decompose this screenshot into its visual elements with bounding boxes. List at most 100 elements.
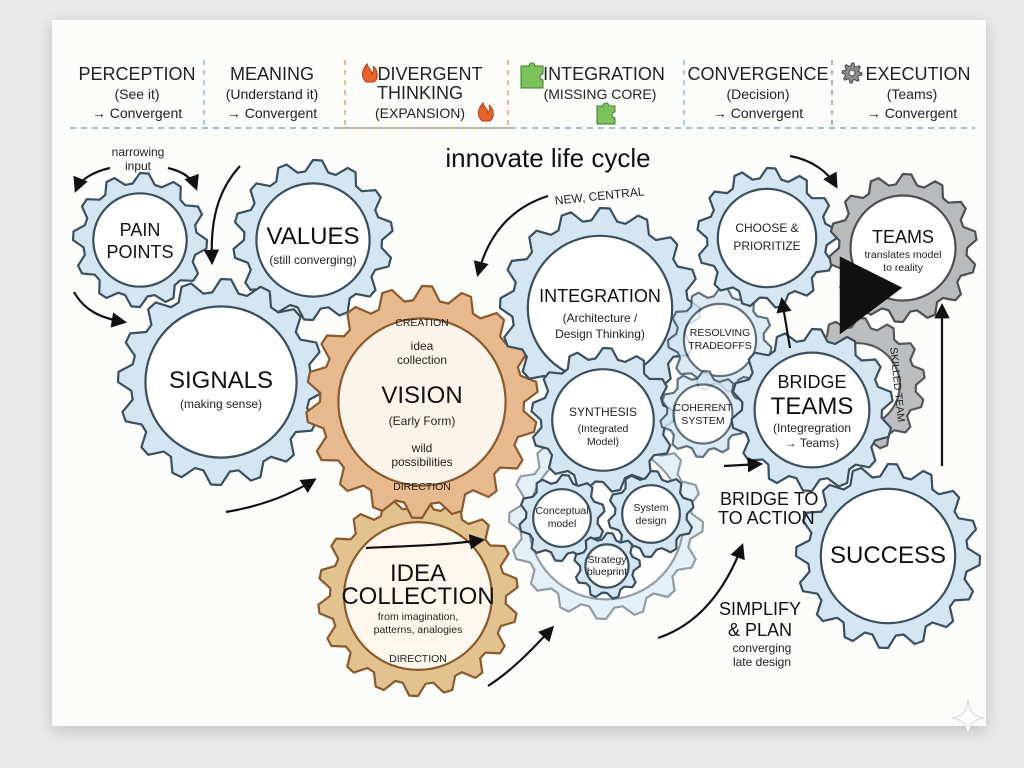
arrow-coherent-to-bridge xyxy=(723,456,764,473)
svg-text:translates model: translates model xyxy=(864,249,941,261)
svg-text:DIRECTION: DIRECTION xyxy=(389,653,447,665)
arrow-idea-bottom xyxy=(487,625,555,687)
svg-text:(still converging): (still converging) xyxy=(269,253,356,267)
svg-text:SUCCESS: SUCCESS xyxy=(830,542,946,569)
svg-text:EXECUTION: EXECUTION xyxy=(865,64,970,84)
gear-coherent-label: COHERENT SYSTEM xyxy=(674,402,734,427)
arrow-idea-up xyxy=(365,534,486,550)
gear-bridge-teams-label: BRIDGE TEAMS (Integregration → Teams) xyxy=(771,372,854,450)
arrow-values-down xyxy=(203,165,241,266)
gear-integration-label: INTEGRATION (Architecture / Design Think… xyxy=(539,286,661,341)
gear-vision-label: CREATION idea collection VISION (Early F… xyxy=(381,317,462,493)
svg-text:(Decision): (Decision) xyxy=(726,86,789,102)
svg-text:BRIDGE TO: BRIDGE TO xyxy=(720,489,818,509)
arrow-bridge-up xyxy=(776,296,792,349)
svg-text:model: model xyxy=(548,518,577,530)
svg-text:(See it): (See it) xyxy=(114,86,159,102)
gear-bridge-teams xyxy=(730,327,894,493)
svg-text:from imagination,: from imagination, xyxy=(378,611,459,623)
svg-text:→ Convergent: → Convergent xyxy=(713,105,803,121)
arrow-to-bridge-action xyxy=(657,543,745,640)
gear-integration xyxy=(498,206,702,410)
svg-text:(MISSING CORE): (MISSING CORE) xyxy=(544,86,657,102)
gear-strategy-label: Strategy blueprint xyxy=(587,554,627,578)
gear-resolving-label: RESOLVING TRADEOFFS xyxy=(688,327,752,352)
annotation-narrowing: narrowing input xyxy=(112,145,165,173)
gear-success xyxy=(794,462,982,650)
phase-perception: PERCEPTION (See it) → Convergent xyxy=(78,64,195,121)
arrow-new-central xyxy=(473,194,549,277)
gear-idea-collection xyxy=(317,494,519,698)
gear-values-label: VALUES (still converging) xyxy=(267,223,360,267)
gear-system-design xyxy=(607,469,695,559)
svg-text:SIGNALS: SIGNALS xyxy=(169,367,273,394)
svg-text:(Teams): (Teams) xyxy=(887,86,938,102)
svg-text:SYNTHESIS: SYNTHESIS xyxy=(569,405,637,419)
svg-text:SIMPLIFY: SIMPLIFY xyxy=(719,599,801,619)
svg-text:blueprint: blueprint xyxy=(587,566,627,578)
svg-text:possibilities: possibilities xyxy=(391,455,452,469)
svg-text:DIVERGENT: DIVERGENT xyxy=(377,64,482,84)
gear-values xyxy=(232,158,394,322)
svg-text:Conceptual: Conceptual xyxy=(535,505,588,517)
gear-synthesis-label: SYNTHESIS (Integrated Model) xyxy=(569,405,637,448)
svg-text:INTEGRATION: INTEGRATION xyxy=(539,286,661,306)
gear-vision xyxy=(305,284,539,520)
gear-idea-collection-label: IDEA COLLECTION from imagination, patter… xyxy=(341,560,494,665)
gear-conceptual-label: Conceptual model xyxy=(535,505,588,530)
gear-strategy xyxy=(573,531,642,600)
gear-pain-points xyxy=(71,171,209,309)
gear-signals xyxy=(116,277,326,487)
fire-icon xyxy=(477,101,494,122)
svg-text:INTEGRATION: INTEGRATION xyxy=(543,64,665,84)
svg-text:COLLECTION: COLLECTION xyxy=(341,583,494,610)
svg-text:POINTS: POINTS xyxy=(106,242,173,262)
svg-text:PRIORITIZE: PRIORITIZE xyxy=(733,239,800,253)
svg-text:TO ACTION: TO ACTION xyxy=(718,508,815,528)
svg-text:BRIDGE: BRIDGE xyxy=(777,372,846,392)
gear-pain-points-label: PAIN POINTS xyxy=(106,220,173,262)
svg-text:design: design xyxy=(636,515,667,527)
phase-divergent: DIVERGENT THINKING (EXPANSION) xyxy=(361,62,494,122)
svg-text:patterns, analogies: patterns, analogies xyxy=(374,624,463,636)
arrow-narrowing-left xyxy=(73,166,111,193)
svg-text:(Integrated: (Integrated xyxy=(578,423,629,435)
svg-text:input: input xyxy=(125,159,152,173)
puzzle-icon xyxy=(596,102,616,125)
svg-text:VALUES: VALUES xyxy=(267,223,360,250)
annotation-new-central: NEW, CENTRAL xyxy=(554,184,645,207)
arrow-signals-to-vision xyxy=(225,478,317,514)
phase-integration: INTEGRATION (MISSING CORE) xyxy=(520,62,665,125)
svg-text:VISION: VISION xyxy=(381,382,462,409)
svg-text:collection: collection xyxy=(397,353,447,367)
svg-text:Design Thinking): Design Thinking) xyxy=(555,327,645,341)
gear-teams xyxy=(828,172,978,324)
svg-text:System: System xyxy=(633,502,668,514)
svg-text:(Architecture /: (Architecture / xyxy=(563,311,638,325)
gear-synthesis xyxy=(530,346,677,493)
svg-text:(Understand it): (Understand it) xyxy=(226,86,319,102)
arrow-teams-to-bridge xyxy=(839,256,903,335)
svg-text:→ Convergent: → Convergent xyxy=(227,105,317,121)
svg-text:Model): Model) xyxy=(587,436,619,448)
gear-icon xyxy=(841,62,863,84)
svg-text:RESOLVING: RESOLVING xyxy=(690,327,751,339)
svg-text:late design: late design xyxy=(733,655,791,669)
gear-choose xyxy=(696,166,839,309)
svg-text:(Early Form): (Early Form) xyxy=(389,414,456,428)
svg-text:TEAMS: TEAMS xyxy=(771,393,854,420)
gear-conceptual xyxy=(518,473,606,563)
annotation-bridge-to-action: BRIDGE TO TO ACTION xyxy=(718,489,818,528)
gear-signals-label: SIGNALS (making sense) xyxy=(169,367,273,411)
svg-text:IDEA: IDEA xyxy=(390,560,446,587)
svg-text:(Integregration: (Integregration xyxy=(773,421,851,435)
svg-text:idea: idea xyxy=(411,339,434,353)
svg-text:→ Teams): → Teams) xyxy=(785,436,839,450)
flow-arrows xyxy=(73,154,950,687)
svg-text:COHERENT: COHERENT xyxy=(674,402,734,414)
svg-text:MEANING: MEANING xyxy=(230,64,314,84)
svg-text:TEAMS: TEAMS xyxy=(872,227,934,247)
phase-convergence: CONVERGENCE (Decision) → Convergent xyxy=(687,64,828,121)
